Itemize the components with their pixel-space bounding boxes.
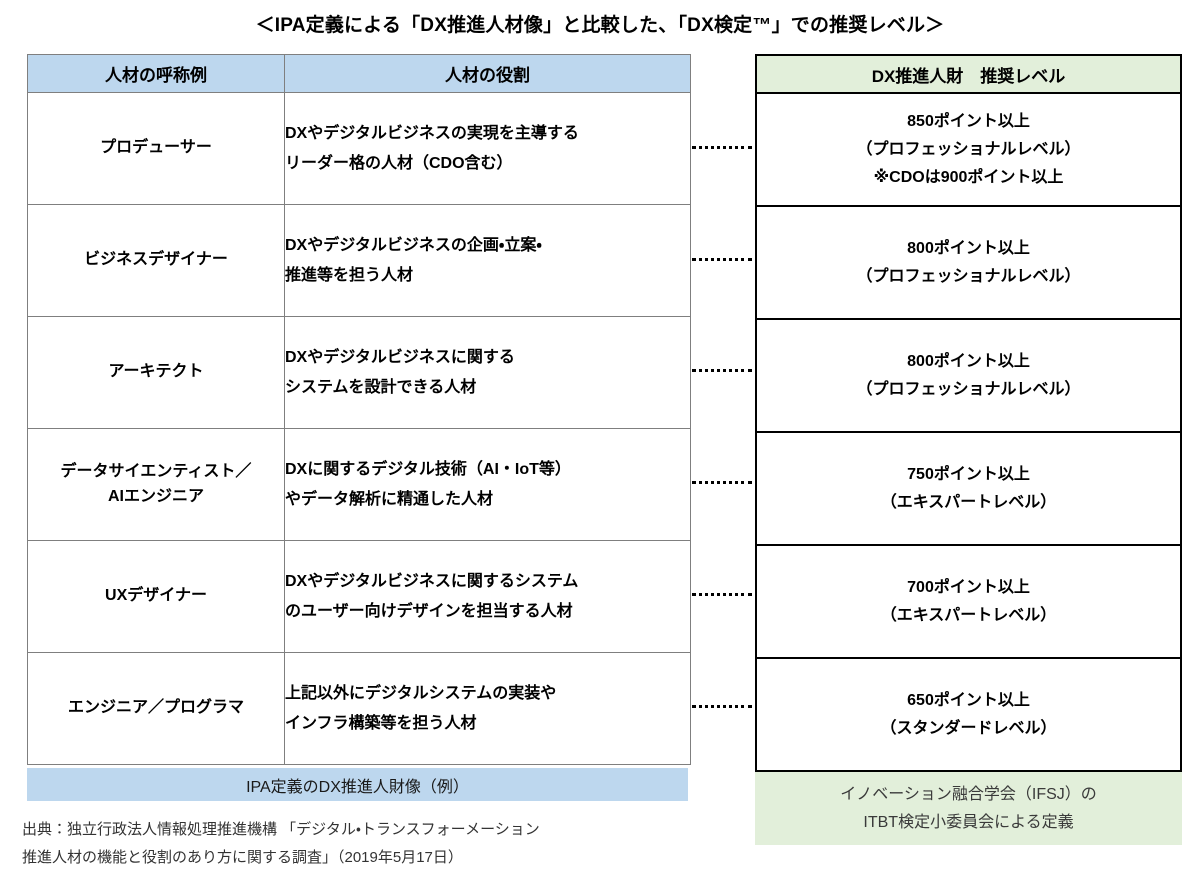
table-row: 850ポイント以上 （プロフェッショナルレベル） ※CDOは900ポイント以上: [755, 92, 1182, 207]
role-name-line: データサイエンティスト／: [60, 462, 252, 480]
table-row: プロデューサー DXやデジタルビジネスの実現を主導する リーダー格の人材（CDO…: [27, 92, 691, 205]
dx-level-cell: 650ポイント以上 （スタンダードレベル）: [755, 657, 1182, 772]
role-description-line: DXやデジタルビジネスの実現を主導する: [285, 124, 579, 142]
dx-points-text: 800ポイント以上: [907, 352, 1030, 370]
role-name-cell: アーキテクト: [27, 316, 285, 429]
dx-level-cell: 800ポイント以上 （プロフェッショナルレベル）: [755, 205, 1182, 320]
role-description-cell: DXやデジタルビジネスの企画・立案・ 推進等を担う人材: [284, 204, 691, 317]
role-name-cell: データサイエンティスト／ AIエンジニア: [27, 428, 285, 541]
dx-level-text: （スタンダードレベル）: [880, 719, 1057, 737]
dx-level-text: （プロフェッショナルレベル）: [856, 140, 1081, 158]
dx-points-text: 800ポイント以上: [907, 239, 1030, 257]
table-row: 800ポイント以上 （プロフェッショナルレベル）: [755, 205, 1182, 320]
role-description-line: のユーザー向けデザインを担当する人材: [285, 602, 573, 620]
column-header-role-name: 人材の呼称例: [27, 54, 285, 93]
dx-level-text: （プロフェッショナルレベル）: [856, 267, 1081, 285]
table-row: データサイエンティスト／ AIエンジニア DXに関するデジタル技術（AI・IoT…: [27, 428, 691, 541]
ipa-footer-label: IPA定義のDX推進人財像（例）: [246, 778, 469, 796]
dotted-connector-icon: [692, 705, 752, 708]
role-description-cell: DXやデジタルビジネスの実現を主導する リーダー格の人材（CDO含む）: [284, 92, 691, 205]
dotted-connector-icon: [692, 258, 752, 261]
role-name-cell: エンジニア／プログラマ: [27, 652, 285, 765]
dx-level-table: DX推進人財 推奨レベル 850ポイント以上 （プロフェッショナルレベル） ※C…: [755, 54, 1182, 772]
dx-points-text: 700ポイント以上: [907, 578, 1030, 596]
role-name-cell: UXデザイナー: [27, 540, 285, 653]
table-row: エンジニア／プログラマ 上記以外にデジタルシステムの実装や インフラ構築等を担う…: [27, 652, 691, 765]
role-name-cell: ビジネスデザイナー: [27, 204, 285, 317]
role-description-line: リーダー格の人材（CDO含む）: [285, 154, 513, 172]
ipa-footer-band: IPA定義のDX推進人財像（例）: [27, 768, 688, 801]
table-row: UXデザイナー DXやデジタルビジネスに関するシステム のユーザー向けデザインを…: [27, 540, 691, 653]
role-description-line: インフラ構築等を担う人材: [285, 714, 477, 732]
role-description-cell: DXやデジタルビジネスに関するシステム のユーザー向けデザインを担当する人材: [284, 540, 691, 653]
role-description-line: DXやデジタルビジネスの企画・立案・: [285, 236, 542, 254]
dotted-connector-icon: [692, 481, 752, 484]
table-row: ビジネスデザイナー DXやデジタルビジネスの企画・立案・ 推進等を担う人材: [27, 204, 691, 317]
dx-points-text: 850ポイント以上: [907, 112, 1030, 130]
role-description-line: DXやデジタルビジネスに関する: [285, 348, 515, 366]
source-note: 出典：独立行政法人情報処理推進機構 「デジタル・トランスフォーメーション 推進人…: [22, 816, 712, 872]
dx-level-cell: 700ポイント以上 （エキスパートレベル）: [755, 544, 1182, 659]
role-description-cell: DXに関するデジタル技術（AI・IoT等） やデータ解析に精通した人材: [284, 428, 691, 541]
dotted-connector-icon: [692, 146, 752, 149]
role-description-line: DXやデジタルビジネスに関するシステム: [285, 572, 579, 590]
role-description-cell: DXやデジタルビジネスに関する システムを設計できる人材: [284, 316, 691, 429]
dotted-connector-icon: [692, 593, 752, 596]
ipa-role-table: 人材の呼称例 人材の役割 プロデューサー DXやデジタルビジネスの実現を主導する…: [27, 54, 691, 765]
source-note-line: 推進人材の機能と役割のあり方に関する調査」（2019年5月17日）: [22, 848, 463, 866]
dx-level-text: （エキスパートレベル）: [880, 493, 1057, 511]
dx-points-text: 650ポイント以上: [907, 691, 1030, 709]
role-description-line: システムを設計できる人材: [285, 378, 477, 396]
role-name-cell: プロデューサー: [27, 92, 285, 205]
table-row: 800ポイント以上 （プロフェッショナルレベル）: [755, 318, 1182, 433]
dx-level-note: ※CDOは900ポイント以上: [873, 168, 1064, 186]
dx-points-text: 750ポイント以上: [907, 465, 1030, 483]
dx-level-cell: 850ポイント以上 （プロフェッショナルレベル） ※CDOは900ポイント以上: [755, 92, 1182, 207]
ifsj-footer-line: ITBT検定小委員会による定義: [863, 813, 1074, 831]
dx-level-cell: 750ポイント以上 （エキスパートレベル）: [755, 431, 1182, 546]
table-header-row: 人材の呼称例 人材の役割: [27, 54, 691, 93]
role-description-line: やデータ解析に精通した人材: [285, 490, 494, 508]
role-description-line: 推進等を担う人材: [285, 266, 414, 284]
column-header-role-description: 人材の役割: [284, 54, 691, 93]
dotted-connector-icon: [692, 369, 752, 372]
dx-level-cell: 800ポイント以上 （プロフェッショナルレベル）: [755, 318, 1182, 433]
role-description-line: 上記以外にデジタルシステムの実装や: [285, 684, 557, 702]
dx-level-text: （エキスパートレベル）: [880, 606, 1057, 624]
table-row: 700ポイント以上 （エキスパートレベル）: [755, 544, 1182, 659]
dx-level-text: （プロフェッショナルレベル）: [856, 380, 1081, 398]
ifsj-footer-line: イノベーション融合学会（IFSJ）の: [840, 786, 1097, 804]
table-header-row: DX推進人財 推奨レベル: [755, 54, 1182, 94]
role-name-line: AIエンジニア: [107, 487, 204, 505]
page-title: ＜IPA定義による「DX推進人材像」と比較した、「DX検定™」での推奨レベル＞: [255, 15, 945, 36]
table-row: 750ポイント以上 （エキスパートレベル）: [755, 431, 1182, 546]
ifsj-footer-band: イノベーション融合学会（IFSJ）の ITBT検定小委員会による定義: [755, 772, 1182, 845]
role-description-cell: 上記以外にデジタルシステムの実装や インフラ構築等を担う人材: [284, 652, 691, 765]
column-header-dx-level: DX推進人財 推奨レベル: [755, 54, 1182, 94]
source-note-line: 出典：独立行政法人情報処理推進機構 「デジタル・トランスフォーメーション: [22, 821, 540, 838]
role-description-line: DXに関するデジタル技術（AI・IoT等）: [285, 460, 571, 478]
table-row: アーキテクト DXやデジタルビジネスに関する システムを設計できる人材: [27, 316, 691, 429]
table-row: 650ポイント以上 （スタンダードレベル）: [755, 657, 1182, 772]
